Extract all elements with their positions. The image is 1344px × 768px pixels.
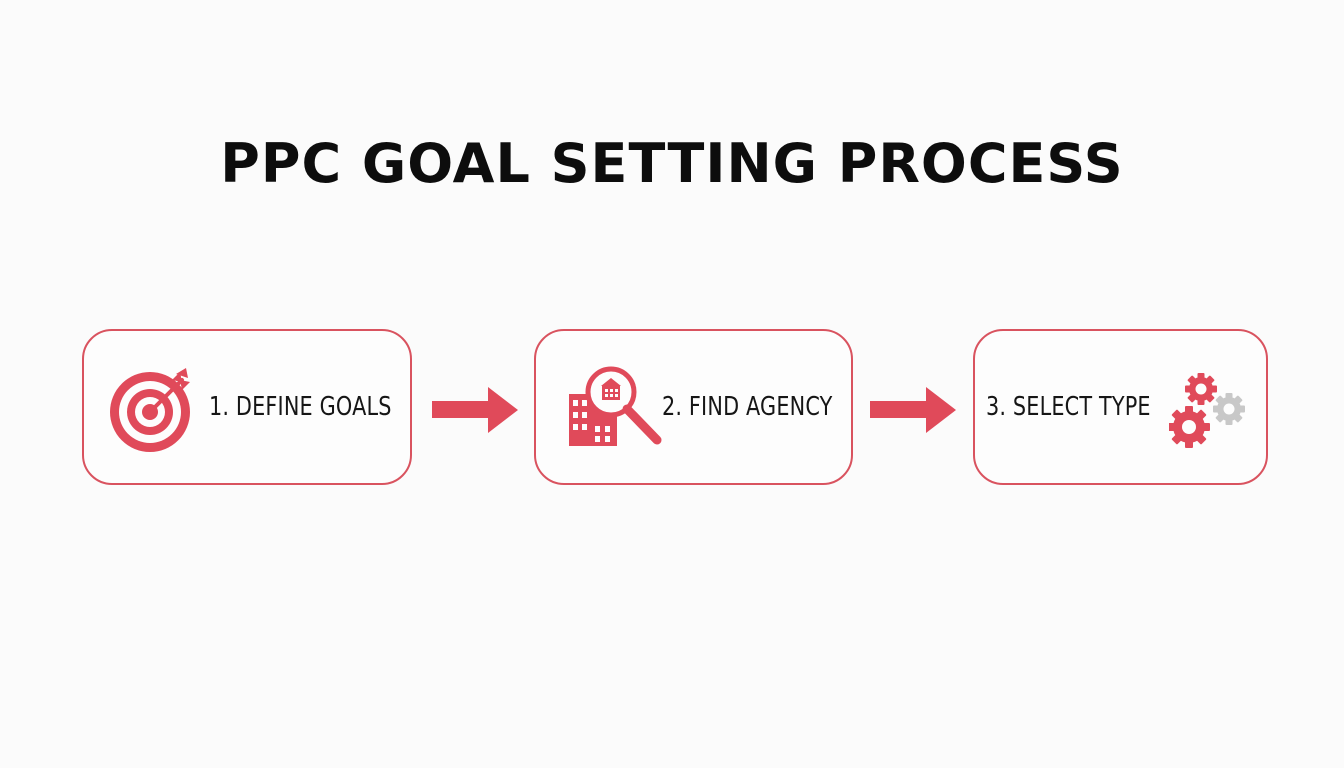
arrow-right-icon (870, 387, 956, 433)
step-select-type: 3. SELECT TYPE (973, 329, 1268, 485)
arrow-right-icon (432, 387, 518, 433)
diagram-title: PPC GOAL SETTING PROCESS (220, 132, 1124, 195)
gears-icon (1169, 371, 1251, 451)
building-magnifier-icon (563, 364, 663, 454)
target-arrow-icon (106, 364, 198, 456)
step-define-goals: 1. DEFINE GOALS (82, 329, 412, 485)
step-find-agency: 2. FIND AGENCY (534, 329, 853, 485)
step-label: 3. SELECT TYPE (986, 392, 1151, 422)
step-label: 1. DEFINE GOALS (209, 392, 392, 422)
step-label: 2. FIND AGENCY (662, 392, 833, 422)
